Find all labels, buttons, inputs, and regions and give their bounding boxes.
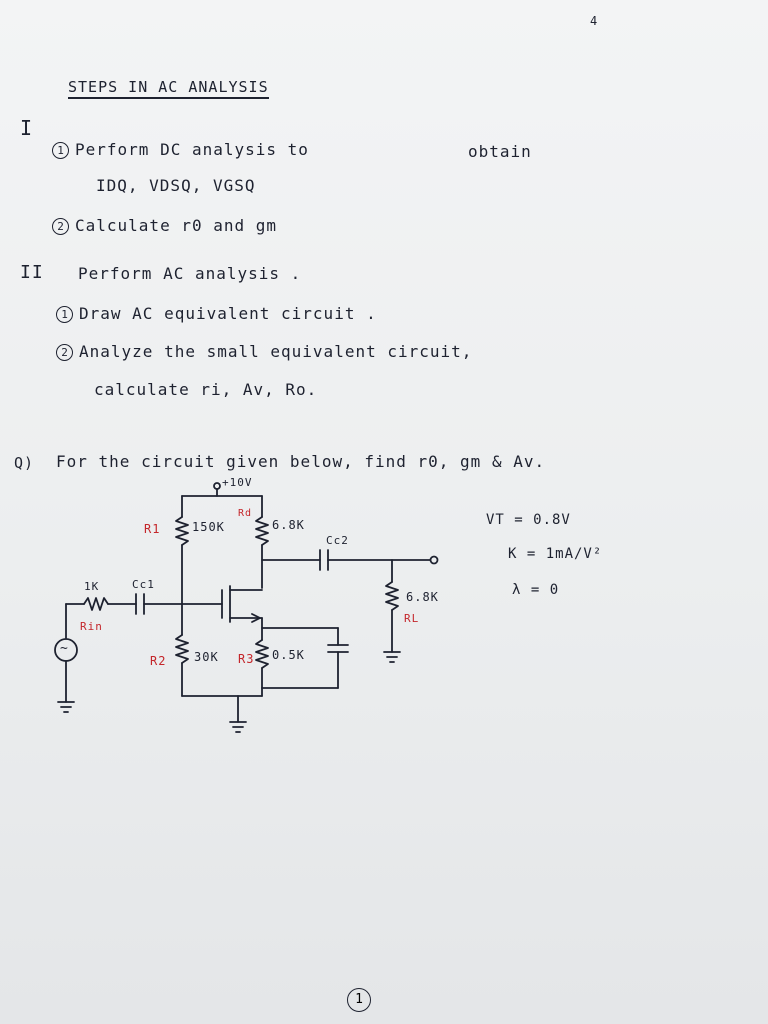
r1-resistor — [175, 516, 189, 546]
item-1-line-2: IDQ, VDSQ, VGSQ — [96, 176, 256, 195]
rd-value: 6.8K — [272, 518, 305, 532]
section-1-numeral: I — [20, 116, 34, 140]
section-2-item-2: 2 Analyze the small equivalent circuit, — [56, 342, 472, 361]
source-arrow — [251, 613, 261, 623]
r1-value: 150K — [192, 520, 225, 534]
corner-mark: 4 — [590, 14, 599, 28]
item-1-line-1-end: obtain — [468, 142, 532, 161]
r3-resistor — [255, 639, 269, 669]
r3-label: R3 — [238, 652, 255, 666]
section-1-item-1: 1 Perform DC analysis to — [52, 140, 309, 159]
cc2-label: Cc2 — [326, 534, 349, 547]
r2-value: 30K — [194, 650, 219, 664]
supply-label: +10V — [222, 476, 253, 489]
section-2-numeral: II — [20, 262, 44, 283]
rl-resistor — [385, 581, 399, 611]
rl-value: 6.8K — [406, 590, 439, 604]
section-2-item-1: 1 Draw AC equivalent circuit . — [56, 304, 377, 323]
rl-label: RL — [404, 612, 420, 625]
source-symbol: ~ — [60, 641, 68, 656]
k-param: K = 1mA/V² — [508, 546, 603, 562]
section-2-title: Perform AC analysis . — [78, 264, 302, 283]
page-heading: STEPS IN AC ANALYSIS — [68, 78, 269, 99]
rin-label: Rin — [80, 620, 103, 633]
rd-resistor — [255, 516, 269, 546]
item-2-line-1: Analyze the small equivalent circuit, — [79, 342, 473, 361]
r3-value: 0.5K — [272, 648, 305, 662]
item-number: 1 — [52, 142, 69, 159]
page-number: 1 — [347, 988, 371, 1012]
rin-value: 1K — [84, 580, 100, 593]
rd-label: Rd — [238, 508, 253, 519]
cc1-label: Cc1 — [132, 578, 155, 591]
r2-resistor — [175, 634, 189, 664]
item-number: 2 — [56, 344, 73, 361]
r1-label: R1 — [144, 522, 161, 536]
item-2-text: Calculate r0 and gm — [75, 216, 278, 235]
r2-label: R2 — [150, 654, 167, 668]
vt-param: VT = 0.8V — [486, 512, 571, 528]
lambda-param: λ = 0 — [512, 582, 560, 598]
rin-resistor — [83, 597, 109, 611]
item-1-text: Draw AC equivalent circuit . — [79, 304, 377, 323]
question-text: For the circuit given below, find r0, gm… — [56, 452, 546, 471]
item-1-line-1: Perform DC analysis to — [75, 140, 309, 159]
item-number: 1 — [56, 306, 73, 323]
question-label: Q) — [14, 454, 35, 472]
section-1-item-2: 2 Calculate r0 and gm — [52, 216, 277, 235]
output-terminal — [429, 555, 439, 565]
item-number: 2 — [52, 218, 69, 235]
item-2-line-2: calculate ri, Av, Ro. — [94, 380, 318, 399]
